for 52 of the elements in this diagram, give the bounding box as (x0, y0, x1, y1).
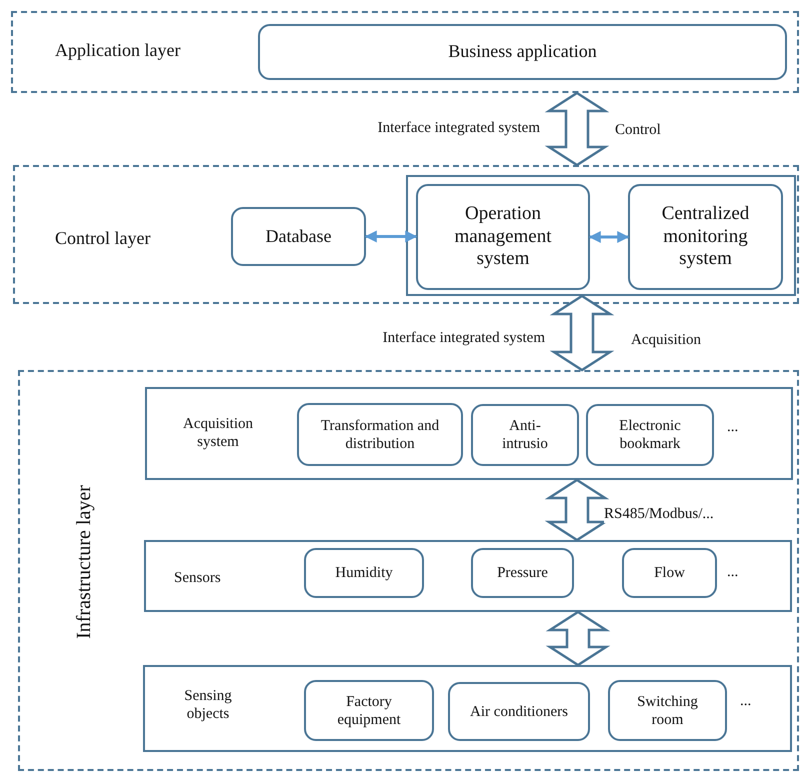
box-label: Switching room (636, 692, 699, 728)
process-box (586, 404, 714, 466)
side-label: Acquisition (631, 331, 701, 349)
box-label: Operation management system (453, 202, 553, 272)
process-box (628, 184, 783, 290)
box-label: Database (266, 226, 332, 248)
process-box (231, 207, 366, 266)
box-label: Business application (448, 41, 597, 63)
layer-title: Control layer (55, 228, 150, 250)
ellipsis-text: ... (727, 418, 738, 436)
edge-label: Interface integrated system (378, 119, 540, 137)
double-arrow (544, 478, 610, 542)
layer-panel (13, 165, 799, 304)
ellipsis-text: ... (727, 563, 738, 581)
edge-label: RS485/Modbus/... (604, 505, 714, 523)
row-panel (145, 387, 793, 480)
row-panel (144, 540, 792, 612)
process-box (608, 680, 727, 741)
process-box (416, 184, 590, 290)
box-label: Humidity (335, 564, 393, 582)
process-box (304, 680, 434, 741)
group-box (406, 175, 796, 296)
layer-title: Application layer (55, 40, 180, 62)
arrow (588, 231, 630, 243)
process-box (471, 548, 574, 598)
box-label: Factory equipment (336, 692, 402, 728)
layer-title: Sensing objects (183, 687, 233, 723)
edge-label: Interface integrated system (382, 329, 545, 347)
layer-title: Sensors (174, 569, 221, 587)
layer-title: Infrastructure layer (72, 484, 96, 641)
process-box (448, 682, 590, 741)
box-label: Air conditioners (470, 702, 568, 720)
box-label: Electronic bookmark (618, 417, 682, 453)
double-arrow (544, 92, 610, 166)
double-arrow (550, 294, 614, 372)
box-label: Pressure (497, 564, 548, 582)
layer-panel (18, 370, 799, 771)
row-panel (143, 665, 792, 752)
box-label: Flow (654, 564, 685, 582)
box-label: Transformation and distribution (320, 416, 440, 452)
process-box (258, 24, 787, 80)
box-label: Centralized monitoring system (660, 202, 750, 272)
process-box (471, 404, 579, 466)
layer-title: Acquisition system (182, 415, 254, 451)
process-box (304, 548, 424, 598)
process-box (622, 548, 717, 598)
ellipsis-text: ... (740, 692, 752, 710)
layer-panel (11, 11, 799, 93)
arrow (364, 230, 418, 242)
double-arrow (546, 610, 610, 666)
process-box (297, 403, 463, 466)
box-label: Anti- intrusio (501, 417, 549, 453)
